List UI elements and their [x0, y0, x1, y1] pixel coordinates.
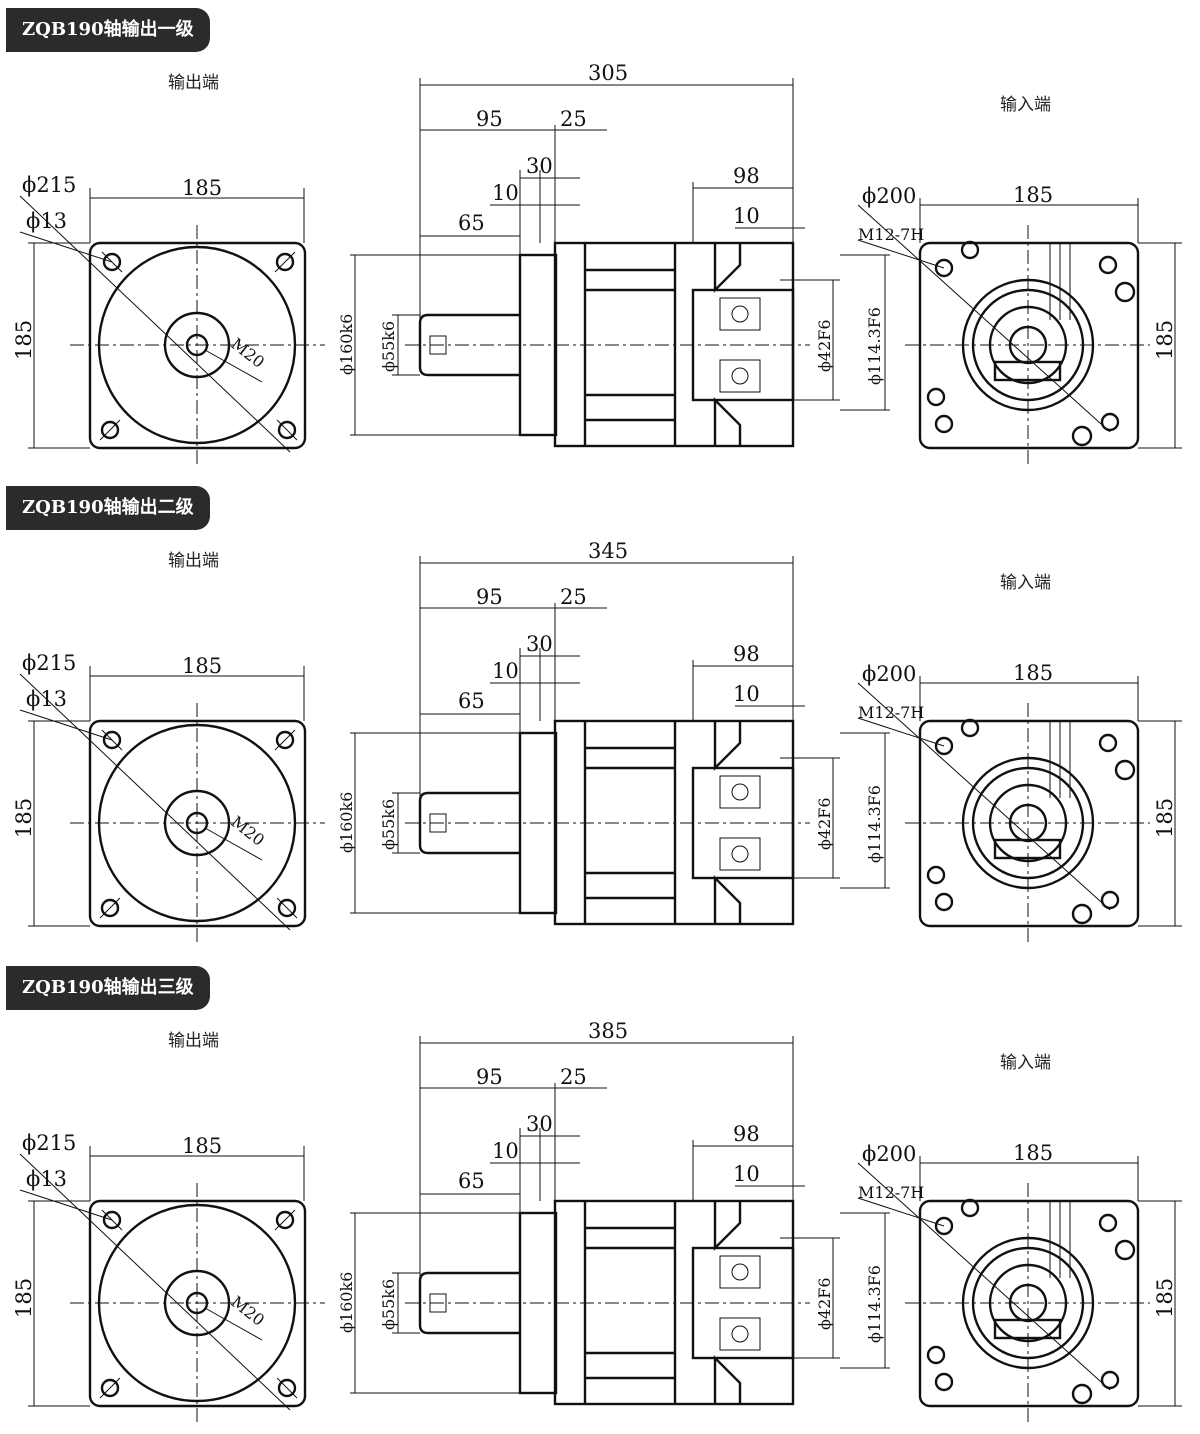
svg-text:185: 185 [1013, 1141, 1053, 1165]
svg-text:185: 185 [1153, 320, 1177, 360]
side-view: 385 95 25 30 10 65 98 10 [337, 1019, 890, 1406]
drawing-section: 185 185 ϕ215 ϕ13 M20 345 95 25 30 [0, 478, 1200, 954]
svg-text:30: 30 [526, 154, 553, 178]
bolt-holes [99, 1209, 298, 1399]
svg-text:ϕ160k6: ϕ160k6 [337, 792, 356, 853]
output-end-label: 输出端 [168, 73, 219, 93]
svg-text:ϕ13: ϕ13 [26, 1167, 67, 1191]
section-title: ZQB190轴输出一级 [6, 8, 210, 52]
svg-text:95: 95 [476, 585, 503, 609]
input-end-view: 185 185 ϕ200 M12-7H [857, 1141, 1182, 1423]
svg-text:ϕ200: ϕ200 [862, 1142, 916, 1166]
drawing-section: 185 185 ϕ215 ϕ13 M20 385 95 25 30 [0, 958, 1200, 1434]
svg-text:ϕ114.3F6: ϕ114.3F6 [865, 1265, 884, 1343]
svg-text:10: 10 [492, 1139, 519, 1163]
input-end-label: 输入端 [1000, 95, 1051, 115]
svg-text:65: 65 [458, 689, 485, 713]
svg-text:185: 185 [12, 798, 36, 838]
total-length-label: 305 [588, 61, 628, 85]
svg-text:ϕ215: ϕ215 [22, 1131, 76, 1155]
svg-text:185: 185 [1013, 661, 1053, 685]
svg-text:ϕ13: ϕ13 [26, 687, 67, 711]
side-view: 345 95 25 30 10 65 98 10 [337, 539, 890, 926]
svg-text:ϕ215: ϕ215 [22, 173, 76, 197]
input-bolt-holes [926, 718, 1136, 925]
bolt-holes [99, 251, 298, 441]
svg-text:95: 95 [476, 1065, 503, 1089]
svg-text:ϕ55k6: ϕ55k6 [379, 1279, 398, 1330]
svg-text:65: 65 [458, 211, 485, 235]
svg-text:10: 10 [492, 181, 519, 205]
svg-text:95: 95 [476, 107, 503, 131]
svg-text:M12-7H: M12-7H [858, 225, 924, 244]
svg-text:ϕ114.3F6: ϕ114.3F6 [865, 785, 884, 863]
svg-text:185: 185 [1153, 1278, 1177, 1318]
svg-text:185: 185 [12, 1278, 36, 1318]
svg-text:98: 98 [733, 164, 760, 188]
section-title: ZQB190轴输出二级 [6, 486, 210, 530]
svg-text:M12-7H: M12-7H [858, 703, 924, 722]
bolt-holes [99, 729, 298, 919]
svg-text:ϕ215: ϕ215 [22, 651, 76, 675]
total-length-label: 385 [588, 1019, 628, 1043]
svg-text:185: 185 [182, 176, 222, 200]
input-bolt-holes [926, 240, 1136, 447]
output-end-label: 输出端 [168, 1031, 219, 1051]
output-end-label: 输出端 [168, 551, 219, 571]
svg-text:185: 185 [12, 320, 36, 360]
svg-text:ϕ55k6: ϕ55k6 [379, 321, 398, 372]
output-end-view: 185 185 ϕ215 ϕ13 M20 [12, 173, 325, 465]
section-title: ZQB190轴输出三级 [6, 966, 210, 1010]
svg-text:ϕ160k6: ϕ160k6 [337, 314, 356, 375]
svg-text:10: 10 [492, 659, 519, 683]
svg-text:ϕ42F6: ϕ42F6 [815, 1277, 834, 1330]
technical-drawing: 185 185 ϕ215 ϕ13 M20 305 95 25 30 [12, 61, 1182, 465]
svg-text:M12-7H: M12-7H [858, 1183, 924, 1202]
svg-text:25: 25 [560, 585, 587, 609]
svg-text:ϕ160k6: ϕ160k6 [337, 1272, 356, 1333]
svg-text:185: 185 [1013, 183, 1053, 207]
svg-text:ϕ200: ϕ200 [862, 184, 916, 208]
svg-text:10: 10 [733, 1162, 760, 1186]
input-end-view: 185 185 ϕ200 M12-7H [857, 183, 1182, 465]
svg-text:ϕ55k6: ϕ55k6 [379, 799, 398, 850]
svg-text:ϕ42F6: ϕ42F6 [815, 319, 834, 372]
svg-text:185: 185 [182, 1134, 222, 1158]
svg-text:98: 98 [733, 1122, 760, 1146]
technical-drawing: 185 185 ϕ215 ϕ13 M20 385 95 25 30 [12, 1019, 1182, 1423]
svg-text:65: 65 [458, 1169, 485, 1193]
svg-text:30: 30 [526, 632, 553, 656]
drawing-section: 185 185 ϕ215 ϕ13 M20 305 95 25 30 [0, 0, 1200, 476]
svg-text:185: 185 [182, 654, 222, 678]
svg-text:ϕ42F6: ϕ42F6 [815, 797, 834, 850]
technical-drawing: 185 185 ϕ215 ϕ13 M20 345 95 25 30 [12, 539, 1182, 943]
input-end-label: 输入端 [1000, 573, 1051, 593]
svg-text:10: 10 [733, 204, 760, 228]
svg-text:25: 25 [560, 1065, 587, 1089]
output-end-view: 185 185 ϕ215 ϕ13 M20 [12, 1131, 325, 1423]
svg-text:ϕ13: ϕ13 [26, 209, 67, 233]
output-end-view: 185 185 ϕ215 ϕ13 M20 [12, 651, 325, 943]
side-view: 305 95 25 30 10 65 98 10 [337, 61, 890, 448]
total-length-label: 345 [588, 539, 628, 563]
svg-text:25: 25 [560, 107, 587, 131]
svg-text:98: 98 [733, 642, 760, 666]
svg-text:ϕ114.3F6: ϕ114.3F6 [865, 307, 884, 385]
input-end-view: 185 185 ϕ200 M12-7H [857, 661, 1182, 943]
svg-text:185: 185 [1153, 798, 1177, 838]
input-bolt-holes [926, 1198, 1136, 1405]
svg-text:10: 10 [733, 682, 760, 706]
svg-text:ϕ200: ϕ200 [862, 662, 916, 686]
input-end-label: 输入端 [1000, 1053, 1051, 1073]
svg-text:30: 30 [526, 1112, 553, 1136]
